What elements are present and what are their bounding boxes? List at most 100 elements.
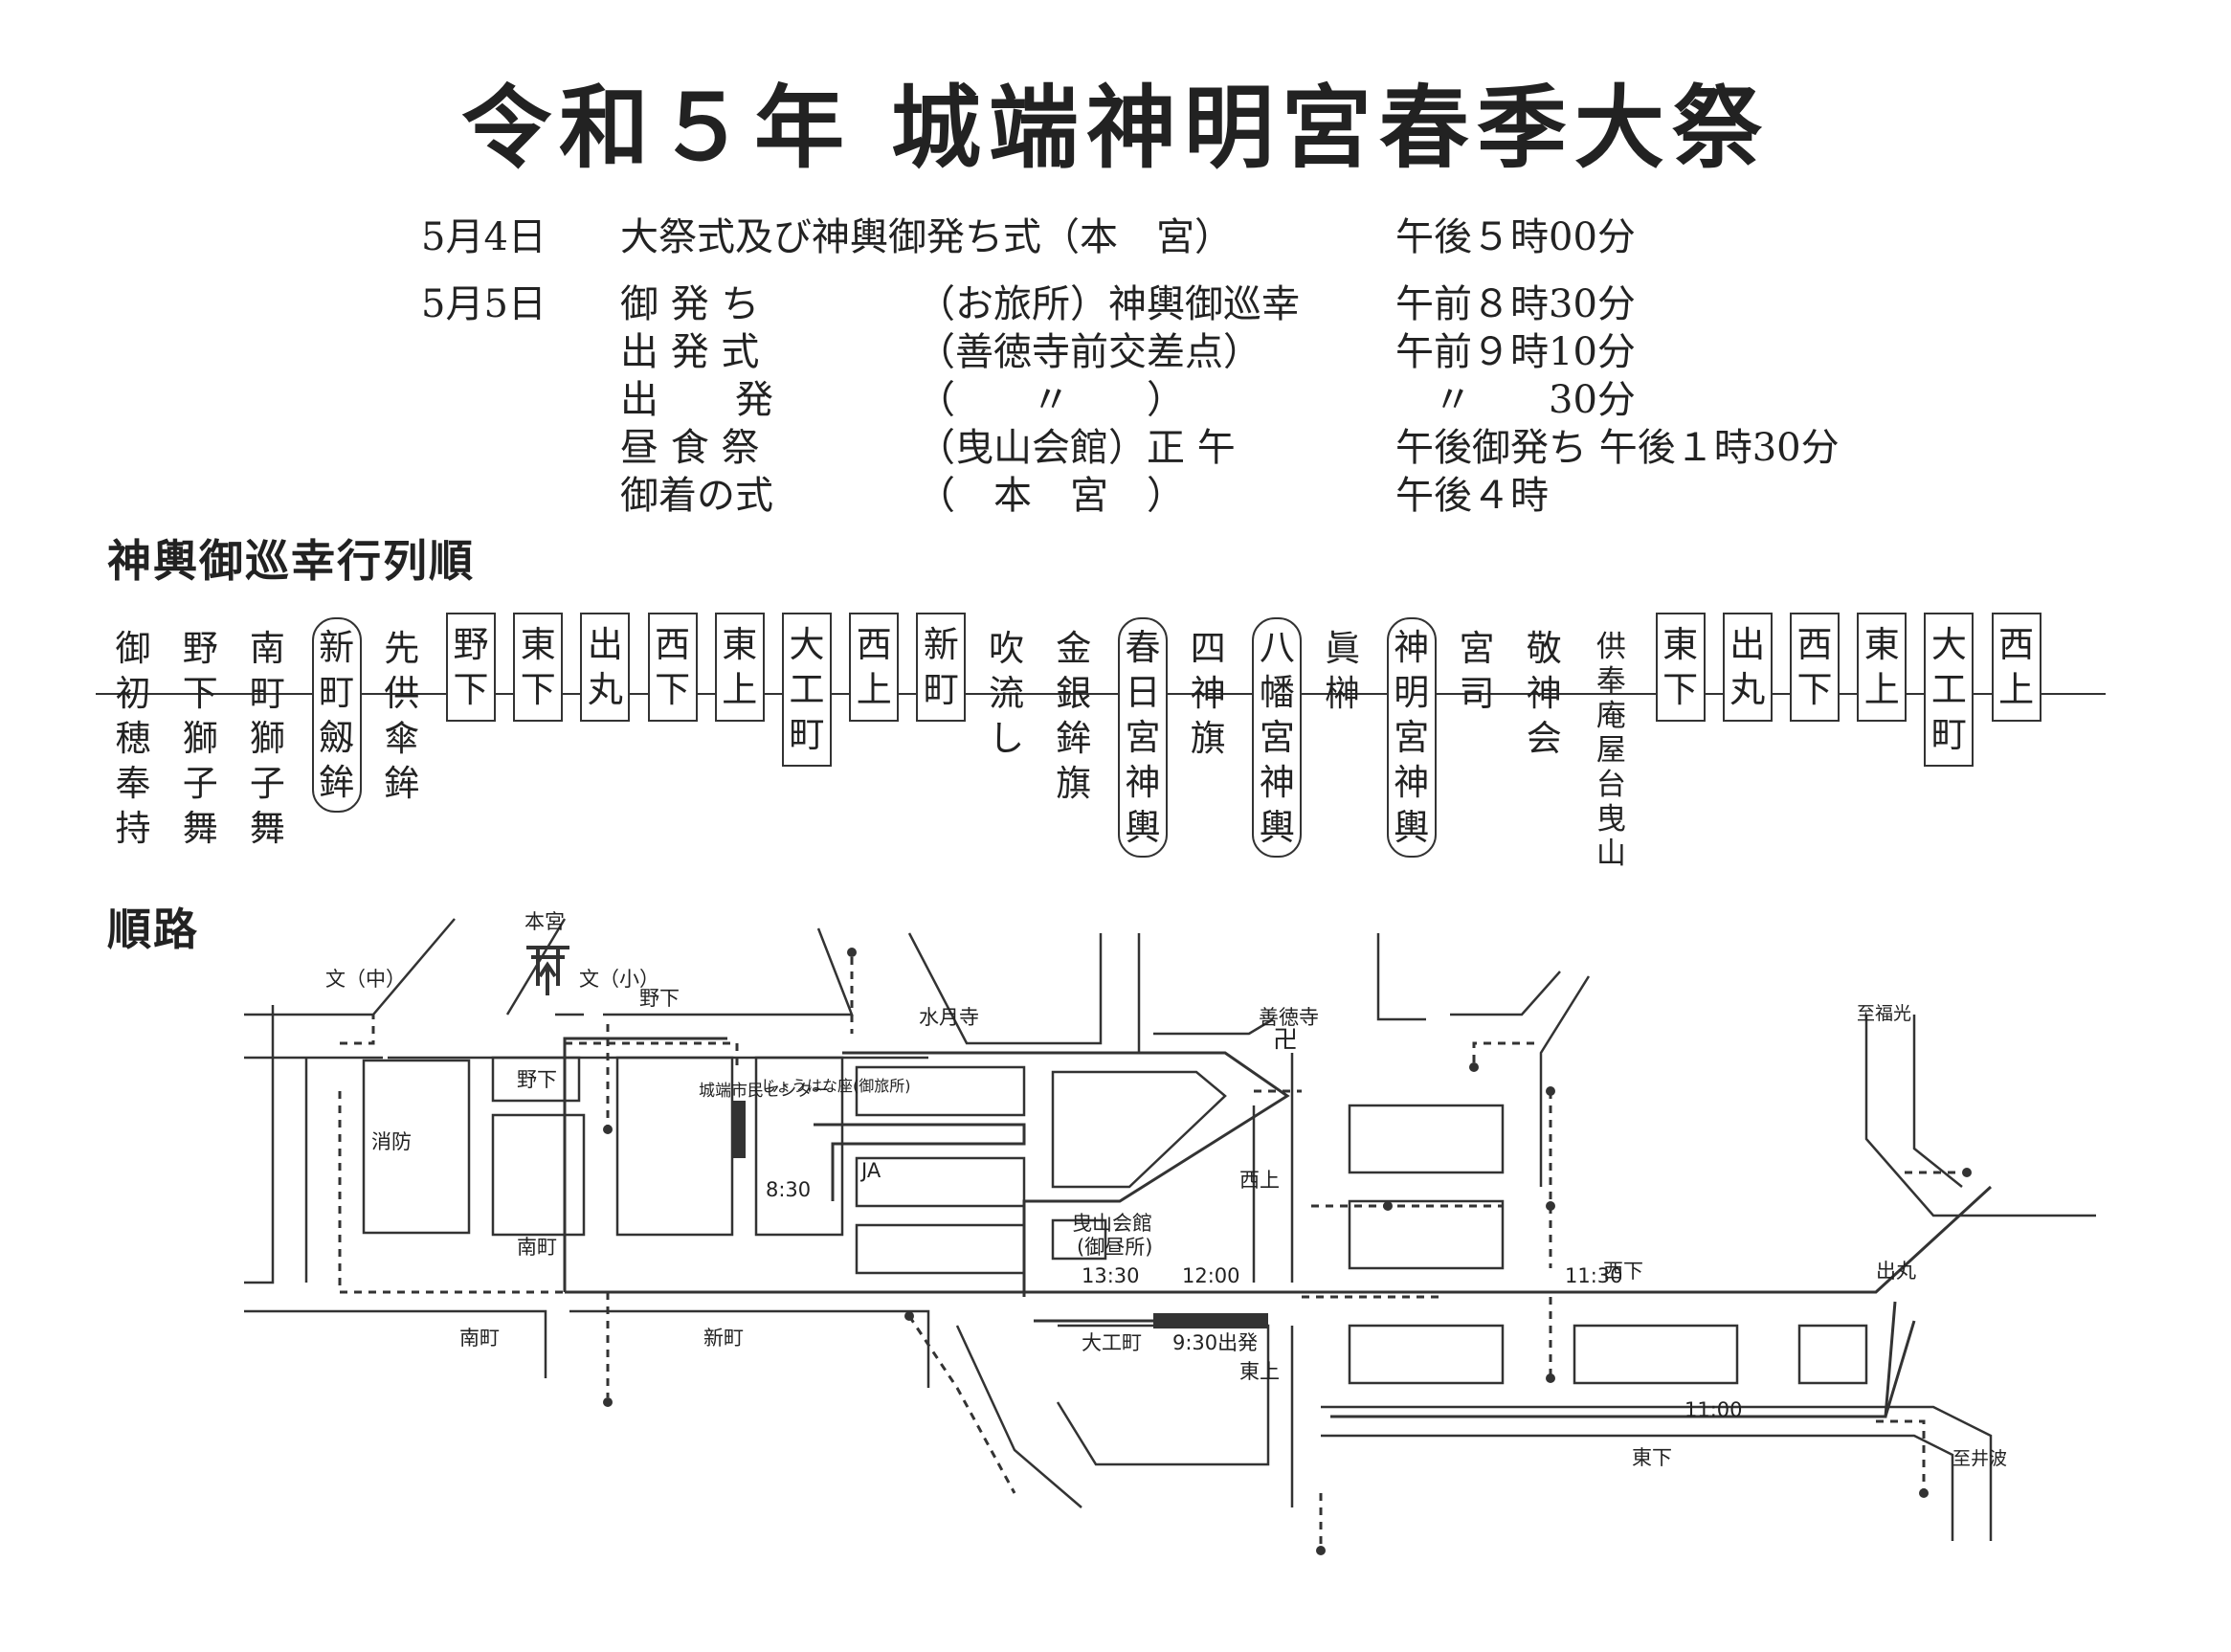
procession-char: 下 xyxy=(520,669,556,710)
label-shinmachi-road: 新町 xyxy=(703,1327,744,1350)
road-edge xyxy=(955,1325,1082,1508)
schedule-place: （お旅所）神輿御巡幸 xyxy=(917,282,1300,326)
label-time-1100: 11:00 xyxy=(1684,1398,1743,1421)
procession-char: 穂 xyxy=(115,718,151,759)
procession-item: 四神旗 xyxy=(1185,626,1231,761)
route-path xyxy=(1884,1320,1916,1418)
procession-char: 山 xyxy=(1595,837,1626,871)
procession-char: 供 xyxy=(1595,630,1626,664)
page-title: 令和５年 城端神明宮春季大祭 xyxy=(461,76,1770,181)
procession-char: 宮 xyxy=(1259,717,1295,758)
procession-char: 南 xyxy=(249,628,285,669)
procession-char: 子 xyxy=(182,763,218,804)
block-noshita xyxy=(491,1056,581,1103)
road-edge xyxy=(1864,1015,1962,1217)
dot xyxy=(1383,1201,1393,1211)
route-path xyxy=(814,1123,1026,1201)
block-pentagon xyxy=(1051,1070,1227,1189)
procession-char: 日 xyxy=(1125,672,1161,713)
procession-item: 出丸 xyxy=(580,613,631,722)
label-minamimachi-road: 南町 xyxy=(459,1327,500,1350)
label-higashikami: 東上 xyxy=(1239,1360,1280,1383)
procession-char: 旗 xyxy=(1190,718,1226,759)
procession-item: 眞榊 xyxy=(1320,626,1366,716)
procession-char: 下 xyxy=(1796,669,1833,710)
label-hikiyama-kaikan: 曳山会館 xyxy=(1072,1212,1152,1235)
procession-char: 司 xyxy=(1459,673,1495,714)
schedule-date: 5月5日 xyxy=(421,282,547,326)
procession-heading: 神輿御巡幸行列順 xyxy=(107,535,475,587)
dot xyxy=(603,1397,613,1407)
road-edge xyxy=(907,932,1103,1045)
procession-item: 野下 xyxy=(446,613,496,722)
dotted-path xyxy=(907,1315,1016,1494)
dotted-path xyxy=(340,1015,375,1045)
route-map: 卍 本宮 文（中） 文（小） 野下 水月寺 善徳寺 消防 野下 南町 南町 新町… xyxy=(244,910,2096,1555)
procession-char: 西 xyxy=(655,624,691,665)
schedule-time: 午後４時 xyxy=(1395,474,1549,518)
procession-item: 供奉庵屋台曳山 xyxy=(1588,630,1634,871)
schedule-time: 午前８時30分 xyxy=(1395,282,1636,326)
procession-char: 東 xyxy=(1863,624,1900,665)
procession-char: 神 xyxy=(1526,673,1562,714)
block-ja xyxy=(855,1156,1026,1208)
schedule-time: 〃 30分 xyxy=(1395,378,1636,422)
procession-order: 御初穂奉持野下獅子舞南町獅子舞新町劔鉾先供傘鉾野下東下出丸西下東上大工町西上新町… xyxy=(96,613,2144,871)
route-path xyxy=(1022,1051,1290,1297)
schedule-place: （曳山会館）正 午 xyxy=(917,426,1236,470)
procession-char: 御 xyxy=(115,628,151,669)
label-otabisho-time: 8:30 xyxy=(766,1178,811,1201)
procession-char: 輿 xyxy=(1125,807,1161,848)
procession-char: 大 xyxy=(1930,624,1967,665)
dotted-path xyxy=(1876,1419,1926,1493)
procession-char: 大 xyxy=(789,624,825,665)
schedule-event: 御着の式 xyxy=(620,474,773,518)
block-d xyxy=(1348,1104,1505,1174)
procession-char: 東 xyxy=(1662,624,1699,665)
schedule-place: （ 本 宮 ） xyxy=(917,474,1185,518)
procession-char: 工 xyxy=(1930,669,1967,710)
procession-item: 金銀鉾旗 xyxy=(1051,626,1097,806)
procession-char: 新 xyxy=(319,627,355,668)
route-solid-lines xyxy=(563,1037,1993,1418)
route-path xyxy=(565,1185,1993,1294)
route-heading: 順路 xyxy=(107,904,199,955)
label-gochusho: (御昼所) xyxy=(1077,1236,1152,1259)
procession-char: 下 xyxy=(182,673,218,714)
block-f xyxy=(1348,1324,1505,1385)
procession-char: 劔 xyxy=(319,717,355,758)
procession-item: 御初穂奉持 xyxy=(110,626,156,851)
schedule-event: 出 発 xyxy=(620,378,773,422)
schedule-place: （善徳寺前交差点） xyxy=(917,330,1261,374)
procession-char: 供 xyxy=(384,673,420,714)
procession-char: 庵 xyxy=(1595,699,1626,733)
label-higashishita: 東下 xyxy=(1632,1446,1672,1469)
block-minamimachi xyxy=(491,1113,586,1237)
block-h xyxy=(1797,1324,1868,1385)
procession-char: 西 xyxy=(856,624,892,665)
procession-char: 曳 xyxy=(1595,802,1626,837)
road-edge xyxy=(1321,1405,1993,1541)
procession-item: 東下 xyxy=(513,613,564,722)
road-edge xyxy=(1450,971,1561,1016)
procession-item: 宮司 xyxy=(1454,626,1500,716)
procession-char: 先 xyxy=(384,628,420,669)
procession-item: 先供傘鉾 xyxy=(379,626,425,806)
road-edge xyxy=(1912,1015,1963,1188)
procession-char: 鉾 xyxy=(319,762,355,803)
block-a xyxy=(855,1065,1026,1117)
procession-char: 丸 xyxy=(1729,669,1766,710)
dot xyxy=(1546,1373,1555,1383)
procession-item: 西下 xyxy=(647,613,698,722)
procession-char: 輿 xyxy=(1394,807,1430,848)
label-honmiya: 本宮 xyxy=(524,910,565,933)
road-edge xyxy=(244,918,456,1016)
procession-char: 神 xyxy=(1125,762,1161,803)
dotted-path xyxy=(565,1041,739,1067)
procession-char: 神 xyxy=(1259,762,1295,803)
road-edge xyxy=(1153,1017,1274,1036)
procession-char: 下 xyxy=(1662,669,1699,710)
procession-char: 野 xyxy=(182,628,218,669)
label-bun-chu: 文（中） xyxy=(325,968,406,991)
road-edge xyxy=(244,1005,275,1284)
